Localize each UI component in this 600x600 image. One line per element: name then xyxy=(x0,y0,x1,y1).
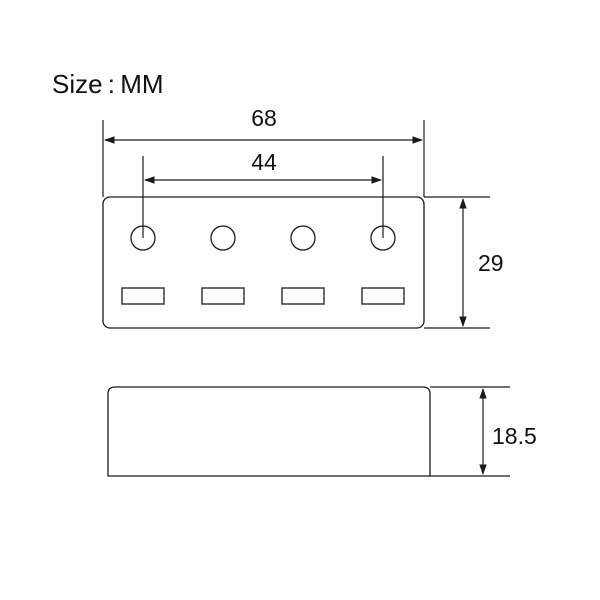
side-view-outline xyxy=(107,386,431,477)
hole-span-value: 44 xyxy=(251,149,277,175)
pole-slot xyxy=(121,287,165,305)
size-unit-label: Size : MM xyxy=(52,69,164,99)
pole-slot xyxy=(281,287,325,305)
pole-slot xyxy=(201,287,245,305)
pole-slot xyxy=(361,287,405,305)
top-view-outline xyxy=(102,196,425,329)
depth-value: 18.5 xyxy=(492,423,537,449)
mount-hole xyxy=(290,225,316,251)
side-view xyxy=(107,386,431,477)
mount-hole xyxy=(210,225,236,251)
hole-span-dimension xyxy=(142,156,384,238)
depth-dimension xyxy=(430,386,510,477)
height-value: 29 xyxy=(478,250,504,276)
overall-width-value: 68 xyxy=(251,105,277,131)
overall-width-dimension xyxy=(102,120,425,197)
top-view xyxy=(102,196,425,329)
height-dimension xyxy=(424,196,490,329)
